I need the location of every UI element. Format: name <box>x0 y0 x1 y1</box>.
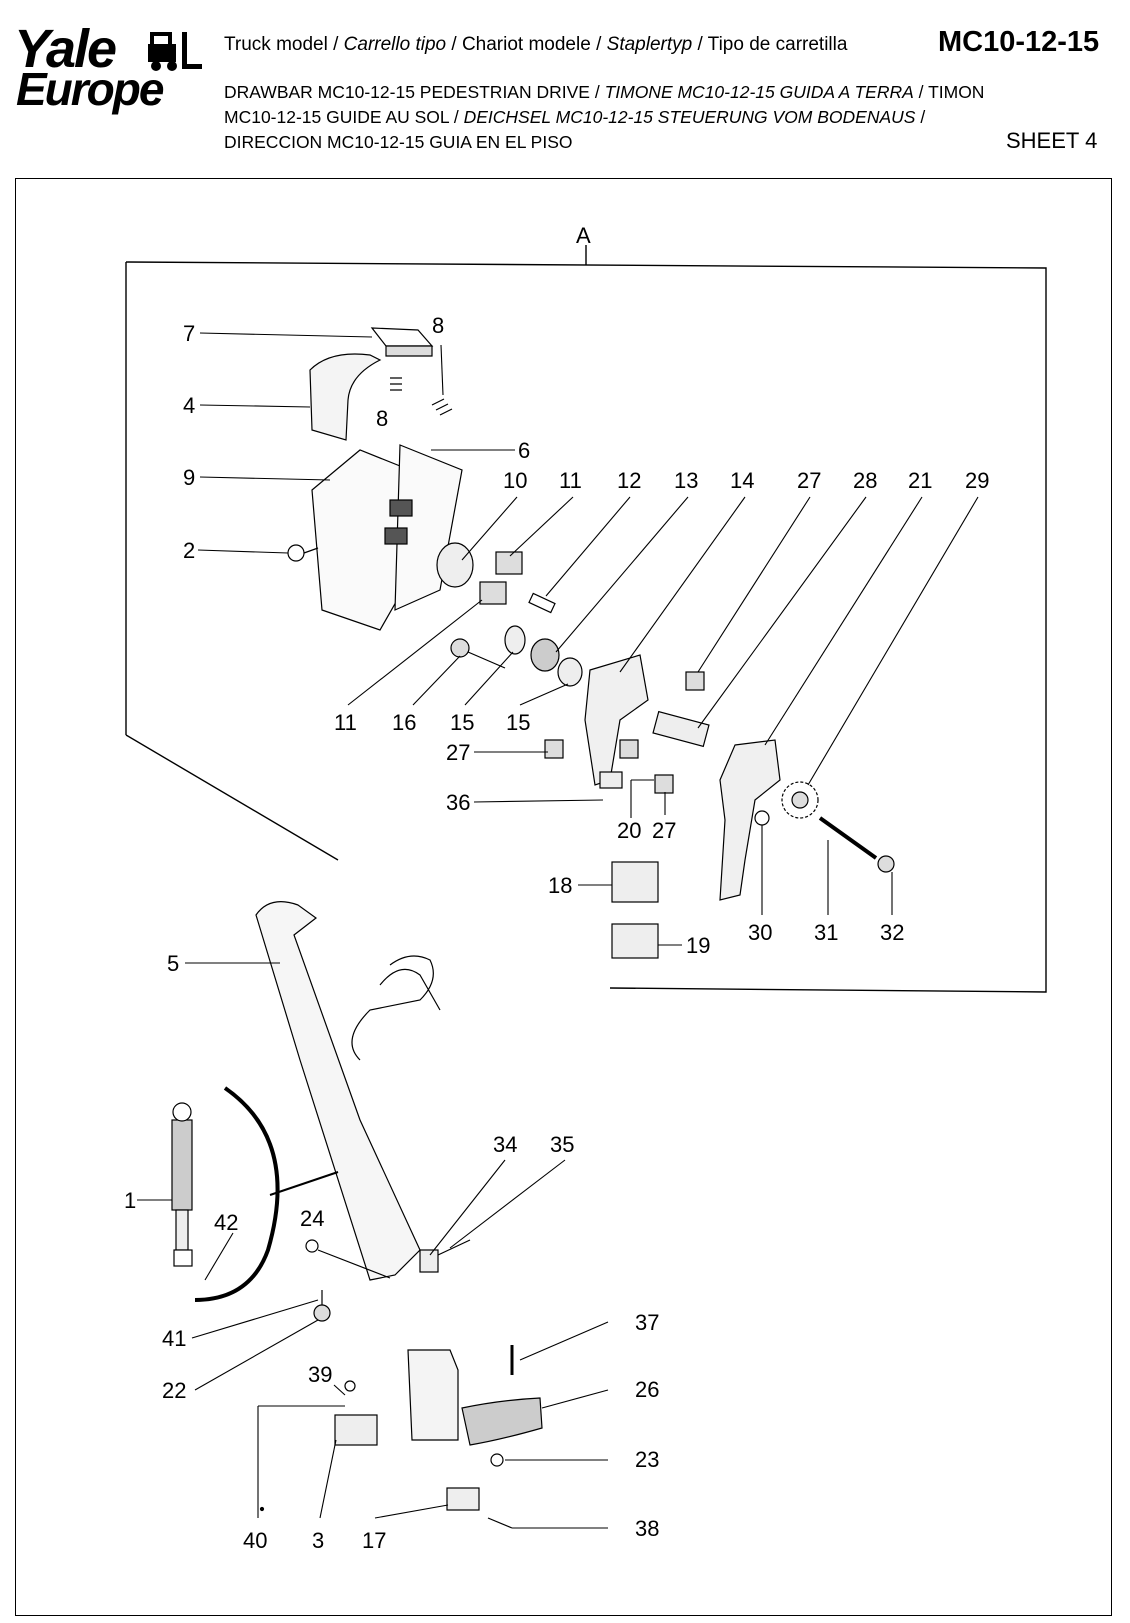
drawing-frame <box>15 178 1112 1616</box>
group-a-outline: A <box>125 223 1047 993</box>
callout-label: 28 <box>853 468 877 493</box>
callout-label: 27 <box>446 740 470 765</box>
callout-label: 19 <box>686 933 710 958</box>
callout-label: 18 <box>548 873 572 898</box>
callout-label: 16 <box>392 710 416 735</box>
callout-label: 41 <box>162 1326 186 1351</box>
callout-label: 5 <box>167 951 179 976</box>
truck-model-line: Truck model / Carrello tipo / Chariot mo… <box>224 34 848 55</box>
callout-label: 17 <box>362 1528 386 1553</box>
callout-label: 34 <box>493 1132 517 1157</box>
callout-label: 29 <box>965 468 989 493</box>
callout-label: 31 <box>814 920 838 945</box>
leader-lines <box>137 332 979 1529</box>
callout-label: 7 <box>183 321 195 346</box>
callout-label: 36 <box>446 790 470 815</box>
callout-label: 11 <box>559 468 582 493</box>
callout-label: 37 <box>635 1310 659 1335</box>
brand-line2: Europe <box>16 63 164 115</box>
callout-label: 24 <box>300 1206 324 1231</box>
callout-label: 6 <box>518 438 530 463</box>
callout-label: 10 <box>503 468 527 493</box>
brand-logo: Yale Europe <box>14 22 204 117</box>
callout-label: 4 <box>183 393 195 418</box>
part-shapes <box>171 327 895 1529</box>
callout-label: 40 <box>243 1528 267 1553</box>
callout-label: 8 <box>376 406 388 431</box>
callout-label: 15 <box>450 710 474 735</box>
callout-label: 3 <box>312 1528 324 1553</box>
callout-label: 27 <box>652 818 676 843</box>
callout-label: 14 <box>730 468 754 493</box>
callout-label: 26 <box>635 1377 659 1402</box>
callout-label: 32 <box>880 920 904 945</box>
callout-label: 9 <box>183 465 195 490</box>
forklift-icon <box>148 32 202 71</box>
drawing-title: DRAWBAR MC10-12-15 PEDESTRIAN DRIVE / TI… <box>224 82 985 152</box>
callout-label: 38 <box>635 1516 659 1541</box>
callout-label: 2 <box>183 538 195 563</box>
callout-label: 11 <box>334 710 357 735</box>
callout-label: 1 <box>124 1188 136 1213</box>
callout-label: 30 <box>748 920 772 945</box>
callout-label: 20 <box>617 818 641 843</box>
group-label: A <box>576 223 591 248</box>
callout-label: 23 <box>635 1447 659 1472</box>
callout-label: 42 <box>214 1210 238 1235</box>
callout-label: 22 <box>162 1378 186 1403</box>
callout-label: 39 <box>308 1362 332 1387</box>
callout-label: 27 <box>797 468 821 493</box>
sheet-number: SHEET 4 <box>1006 128 1098 153</box>
callout-label: 13 <box>674 468 698 493</box>
callout-labels: 7 8 4 8 6 9 10 11 12 13 14 27 28 21 29 2… <box>124 313 989 1553</box>
callout-label: 8 <box>432 313 444 338</box>
callout-label: 12 <box>617 468 641 493</box>
callout-label: 21 <box>908 468 932 493</box>
callout-label: 35 <box>550 1132 574 1157</box>
brand-line1: Yale <box>14 19 117 79</box>
model-number: MC10-12-15 <box>938 26 1100 58</box>
callout-label: 15 <box>506 710 530 735</box>
